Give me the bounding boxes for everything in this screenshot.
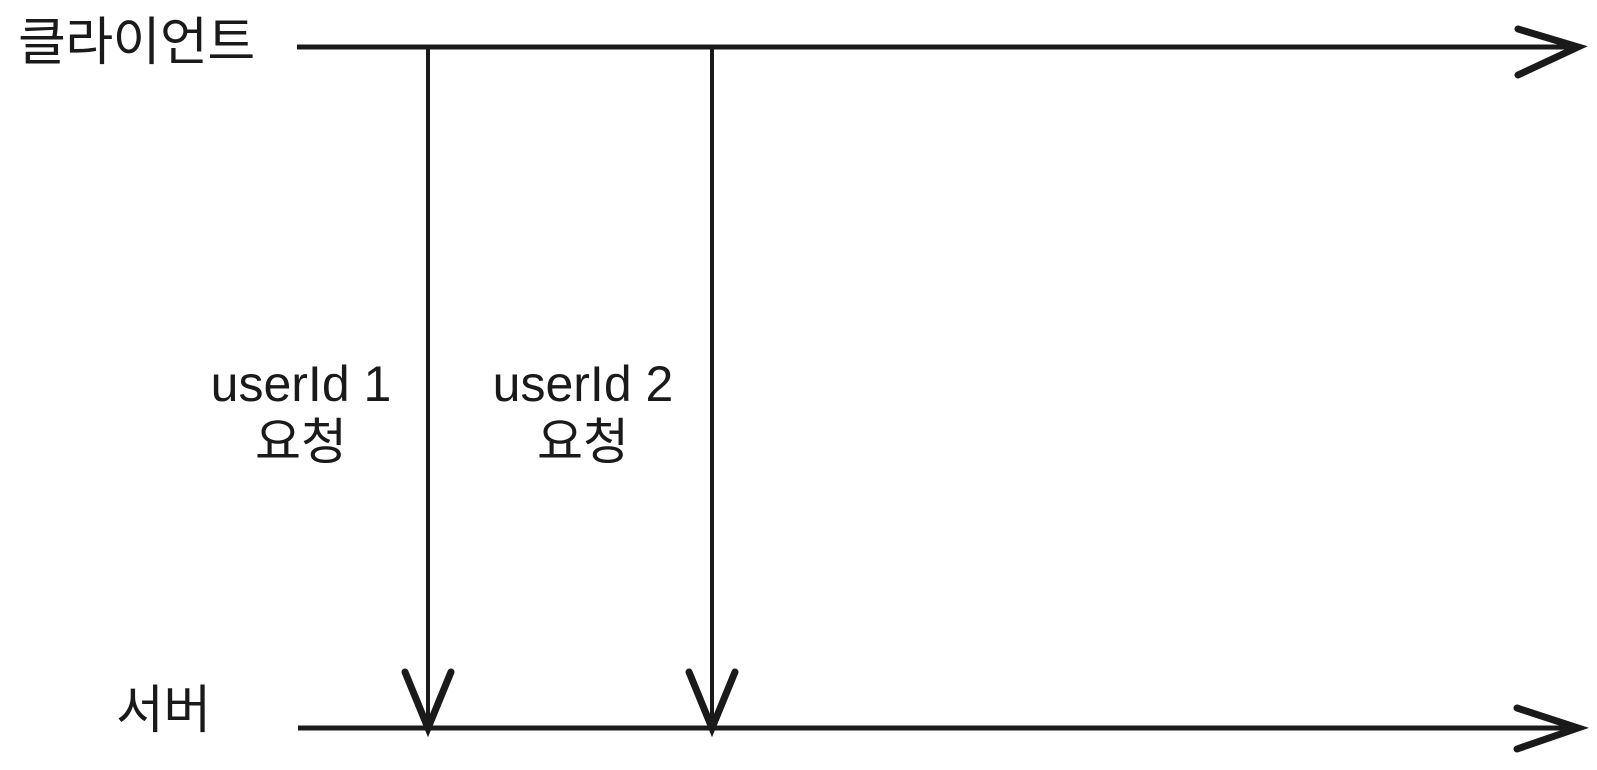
message-label-2-line-1: userId 2 [492,356,674,412]
client-axis-arrowhead-icon [1514,25,1588,79]
client-lifeline [297,25,1588,79]
lane-label-server: 서버 [116,682,211,740]
message-2-arrowhead-icon [685,668,739,738]
server-axis-arrowhead-icon [1513,704,1589,753]
message-label-2-line-2: 요청 [537,414,629,470]
message-label-1-line-1: userId 1 [210,356,392,412]
message-label-2: userId 2 요청 [482,355,684,471]
lane-label-client: 클라이언트 [18,14,255,72]
message-1-arrowhead-icon [401,668,455,738]
message-label-1: userId 1 요청 [200,355,402,471]
message-arrow-1 [401,49,455,738]
server-lifeline [298,704,1589,753]
message-label-1-line-2: 요청 [255,414,347,470]
message-arrow-2 [685,49,739,738]
